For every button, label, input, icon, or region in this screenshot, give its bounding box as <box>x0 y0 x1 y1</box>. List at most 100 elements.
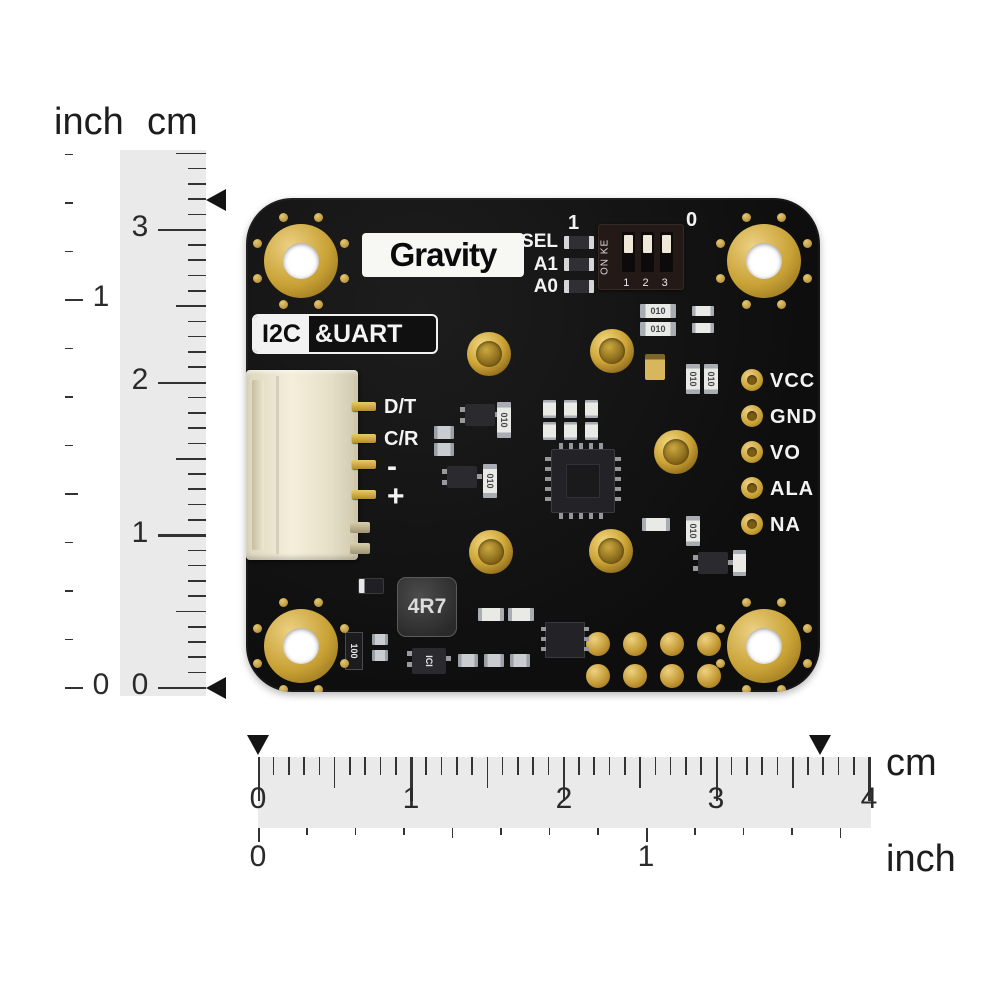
connector-pin <box>352 490 376 499</box>
board-right-edge-marker <box>809 735 831 755</box>
pin-label-plus: + <box>387 480 405 513</box>
dip-slot-1 <box>622 232 635 272</box>
ruler-tick <box>188 442 206 445</box>
via-dot <box>716 274 726 284</box>
gold-standoff <box>590 329 634 373</box>
via-dot <box>253 659 263 669</box>
smd-marking: 010 <box>706 371 717 387</box>
board-top-edge-marker <box>206 189 226 211</box>
horizontal-ruler-inch-unit: inch <box>886 838 956 880</box>
connector-slot <box>252 380 264 550</box>
ruler-tick <box>65 250 73 253</box>
ruler-tick <box>188 198 206 200</box>
ic-pins <box>559 443 607 449</box>
vertical-ruler-cm-band <box>120 150 206 696</box>
ruler-tick <box>176 457 206 460</box>
ruler-tick <box>639 757 641 788</box>
smd-ic: ICI <box>407 648 451 674</box>
ruler-tick <box>354 828 357 835</box>
smd-resistor: 010 <box>704 364 718 394</box>
ic-pins <box>615 457 621 505</box>
ruler-tick <box>440 757 443 775</box>
smd-tantalum-capacitor <box>645 354 665 380</box>
smd-marking: 010 <box>650 323 666 334</box>
module-pad <box>586 664 610 688</box>
ruler-tick <box>425 757 428 775</box>
ruler-tick <box>176 305 206 307</box>
h-cm-number-0: 0 <box>249 782 267 815</box>
smd-resistor: 010 <box>686 364 700 394</box>
ruler-tick <box>822 757 825 775</box>
smd-marking: 010 <box>650 305 666 316</box>
smd-resistor <box>564 258 594 271</box>
via-dot <box>314 684 324 692</box>
ruler-tick <box>306 828 308 835</box>
pin-label-dt: D/T <box>384 396 417 418</box>
ruler-tick <box>868 757 871 801</box>
ic-pins <box>545 457 551 505</box>
ruler-tick <box>272 757 275 775</box>
via-dot <box>716 238 726 248</box>
interface-label: I2C &UART <box>252 314 438 354</box>
smd-capacitor <box>372 650 388 661</box>
via-dot <box>777 598 787 608</box>
ic-pins <box>541 627 546 653</box>
ruler-tick <box>715 757 718 801</box>
gold-standoff <box>467 332 511 376</box>
smd-resistor <box>692 306 714 316</box>
via-dot <box>802 659 812 669</box>
ruler-tick <box>547 757 550 775</box>
gold-standoff <box>654 430 698 474</box>
connector-seam <box>276 376 279 554</box>
smd-resistor <box>564 236 594 249</box>
ruler-tick <box>188 671 206 674</box>
via-dot <box>314 213 324 223</box>
ruler-tick <box>158 381 206 384</box>
pad-ala <box>741 477 763 499</box>
interface-label-uart: &UART <box>314 319 403 348</box>
via-dot <box>802 274 812 284</box>
dip-right-value: 0 <box>686 209 698 231</box>
pad-vo <box>741 441 763 463</box>
smd-transistor <box>442 466 482 488</box>
ruler-tick <box>694 828 696 835</box>
smd-resistor: 010 <box>483 464 497 498</box>
smd-marking: 010 <box>499 412 510 428</box>
vertical-ruler-inch-unit: inch <box>54 101 124 143</box>
ruler-tick <box>379 757 382 775</box>
connector-lug <box>350 522 370 533</box>
pad-na <box>741 513 763 535</box>
module-pad <box>623 664 647 688</box>
ruler-tick <box>548 828 551 835</box>
ruler-tick <box>188 183 206 185</box>
pad-vcc <box>741 369 763 391</box>
mounting-hole-bottom-left <box>264 609 338 683</box>
ruler-tick <box>188 320 206 323</box>
pin-label-minus: - <box>387 450 397 483</box>
horizontal-ruler-inch-band <box>257 828 871 850</box>
ruler-tick <box>158 687 206 690</box>
smd-capacitor <box>458 654 478 667</box>
via-dot <box>253 623 263 633</box>
dip-side-text: ON KE <box>599 238 611 276</box>
ruler-tick <box>364 757 366 775</box>
pad-gnd <box>741 405 763 427</box>
ruler-tick <box>645 828 648 842</box>
ruler-tick <box>188 656 206 659</box>
smd-resistor: 010 <box>640 304 676 318</box>
ruler-tick <box>776 757 779 775</box>
smd-capacitor <box>484 654 504 667</box>
ruler-tick <box>176 610 206 613</box>
ruler-tick <box>839 828 842 838</box>
module-pad <box>660 632 684 656</box>
smd-transistor <box>693 552 733 574</box>
via-dot <box>253 274 263 284</box>
smd-resistor <box>642 518 670 531</box>
ruler-tick <box>486 757 489 788</box>
ruler-tick <box>65 444 73 447</box>
module-pad <box>697 632 721 656</box>
dip-switch-body: ON KE 1 2 3 <box>598 224 684 290</box>
ruler-tick <box>333 757 336 788</box>
dip-signal-a0: A0 <box>533 276 558 297</box>
